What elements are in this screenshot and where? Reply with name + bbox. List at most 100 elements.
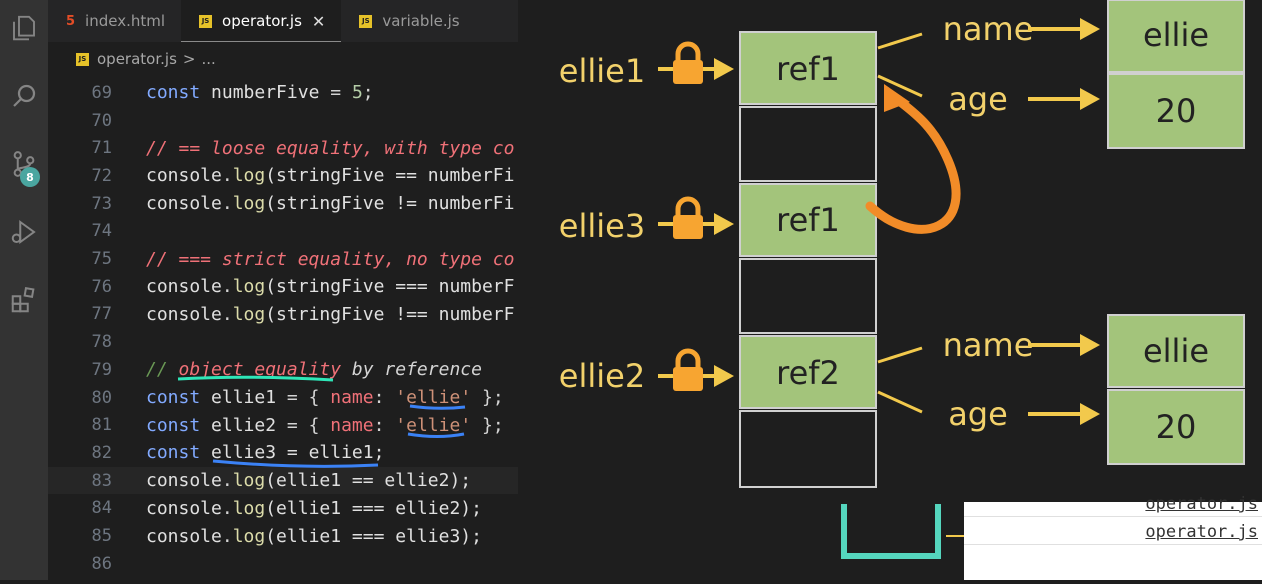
- variable-label: ellie2: [559, 357, 645, 395]
- code-line: 75 // === strict equality, no type co: [48, 245, 518, 273]
- code-text: const ellie2 = { name: 'ellie' };: [146, 414, 504, 436]
- code-text: console.log(stringFive != numberFi: [146, 193, 515, 215]
- value-box: [1107, 314, 1245, 388]
- breadcrumb-file[interactable]: operator.js: [97, 50, 177, 68]
- code-line: 71 // == loose equality, with type co: [48, 134, 518, 162]
- code-line: 70: [48, 107, 518, 135]
- prop-label: age: [948, 80, 1008, 118]
- code-text: console.log(ellie1 === ellie3);: [146, 525, 482, 547]
- line-number: 72: [91, 165, 112, 186]
- code-line: 77 console.log(stringFive !== numberF: [48, 301, 518, 329]
- js-file-icon: JS: [199, 14, 213, 28]
- variable-label: ellie3: [559, 207, 645, 245]
- console-panel: operator.js operator.js: [964, 494, 1262, 580]
- code-comment: // == loose equality, with type co: [146, 137, 515, 159]
- code-line: 85 console.log(ellie1 === ellie3);: [48, 522, 518, 550]
- connector-line: [877, 32, 923, 50]
- tab-label: operator.js: [222, 12, 302, 30]
- tab-index-html[interactable]: 5 index.html: [48, 0, 181, 42]
- value-arrows: [1028, 18, 1100, 425]
- line-number: 70: [91, 110, 112, 131]
- ref-label: ref1: [776, 50, 840, 88]
- line-number: 69: [91, 82, 112, 103]
- line-number: 85: [91, 526, 112, 547]
- explorer-icon[interactable]: [6, 10, 42, 46]
- variable-label: ellie1: [559, 52, 645, 90]
- line-number: 71: [91, 138, 112, 159]
- code-line: 86: [48, 550, 518, 578]
- activity-bar: 8: [0, 0, 48, 580]
- code-text: console.log(stringFive == numberFi: [146, 165, 515, 187]
- lock-arrow: [658, 196, 734, 239]
- line-number: 77: [91, 304, 112, 325]
- value-box: [1107, 389, 1245, 465]
- code-line: 73 console.log(stringFive != numberFi: [48, 190, 518, 218]
- prop-label: name: [943, 10, 1034, 48]
- close-icon[interactable]: ✕: [311, 11, 326, 31]
- connector-line: [877, 346, 923, 364]
- lock-arrow: [658, 348, 734, 391]
- annotation-underlines: [177, 375, 466, 468]
- line-number: 74: [91, 221, 112, 242]
- line-number: 81: [91, 415, 112, 436]
- bracket-marker: [841, 504, 941, 559]
- code-comment: // object equality by reference: [146, 359, 482, 381]
- value-label: ellie: [1143, 332, 1209, 370]
- code-line: 69 const numberFive = 5;: [48, 79, 518, 107]
- line-number: 75: [91, 249, 112, 270]
- value-box: [1107, 0, 1245, 73]
- js-file-icon: JS: [359, 14, 373, 28]
- ref-label: ref1: [776, 201, 840, 239]
- tab-label: variable.js: [382, 12, 460, 30]
- reference-curve-arrow: [865, 84, 961, 234]
- editor-tab-bar: 5 index.html JS operator.js ✕ JS variabl…: [48, 0, 518, 42]
- lock-arrow: [658, 41, 734, 84]
- value-box: [1107, 73, 1245, 149]
- connector-line: [877, 390, 923, 414]
- code-line: 76 console.log(stringFive === numberF: [48, 273, 518, 301]
- code-line: 74: [48, 218, 518, 246]
- memory-diagram: ref1 ref1 ref2 ellie1 ellie3 ellie2: [518, 0, 1262, 580]
- value-label: ellie: [1143, 16, 1209, 54]
- js-file-icon: JS: [76, 52, 89, 66]
- code-line: 84 console.log(ellie1 === ellie2);: [48, 495, 518, 523]
- extensions-icon[interactable]: [6, 282, 42, 318]
- breadcrumb: JS operator.js > ...: [48, 42, 518, 76]
- console-divider: [964, 544, 1262, 545]
- console-source-link[interactable]: operator.js: [1145, 522, 1258, 542]
- code-line: 72 console.log(stringFive == numberFi: [48, 162, 518, 190]
- code-line: 81 const ellie2 = { name: 'ellie' };: [48, 411, 518, 439]
- connector-line: [877, 74, 923, 98]
- code-text: console.log(stringFive !== numberF: [146, 303, 515, 325]
- value-label: 20: [1156, 92, 1197, 130]
- search-icon[interactable]: [6, 78, 42, 114]
- reference-diagram-svg: ref1 ref1 ref2 ellie1 ellie3 ellie2: [559, 0, 1245, 559]
- line-number: 79: [91, 359, 112, 380]
- tab-operator-js[interactable]: JS operator.js ✕: [181, 0, 342, 42]
- code-line: 80 const ellie1 = { name: 'ellie' };: [48, 384, 518, 412]
- prop-label: name: [943, 326, 1034, 364]
- value-label: 20: [1156, 408, 1197, 446]
- scm-count-badge: 8: [20, 167, 40, 187]
- console-divider: [964, 516, 1262, 517]
- console-source-link[interactable]: operator.js: [1145, 494, 1258, 514]
- run-debug-icon[interactable]: [6, 214, 42, 250]
- line-number: 86: [91, 553, 112, 574]
- code-text: const ellie1 = { name: 'ellie' };: [146, 387, 504, 409]
- code-line: 79 // object equality by reference: [48, 356, 518, 384]
- line-number: 78: [91, 332, 112, 353]
- code-text: const numberFive = 5;: [146, 82, 374, 104]
- breadcrumb-more[interactable]: ...: [201, 50, 216, 68]
- prop-label: age: [948, 395, 1008, 433]
- code-text: const ellie3 = ellie1;: [146, 442, 385, 464]
- line-number: 82: [91, 442, 112, 463]
- memory-column: [739, 31, 877, 488]
- code-line-current: 83 console.log(ellie1 == ellie2);: [48, 466, 518, 495]
- tab-label: index.html: [85, 12, 166, 30]
- line-number: 83: [91, 470, 112, 491]
- ref-label: ref2: [776, 354, 840, 392]
- code-editor[interactable]: 69 const numberFive = 5; 70 71 // == loo…: [48, 79, 518, 580]
- code-comment: // === strict equality, no type co: [146, 248, 515, 270]
- html5-icon: 5: [66, 13, 76, 29]
- tab-variable-js[interactable]: JS variable.js: [341, 0, 475, 42]
